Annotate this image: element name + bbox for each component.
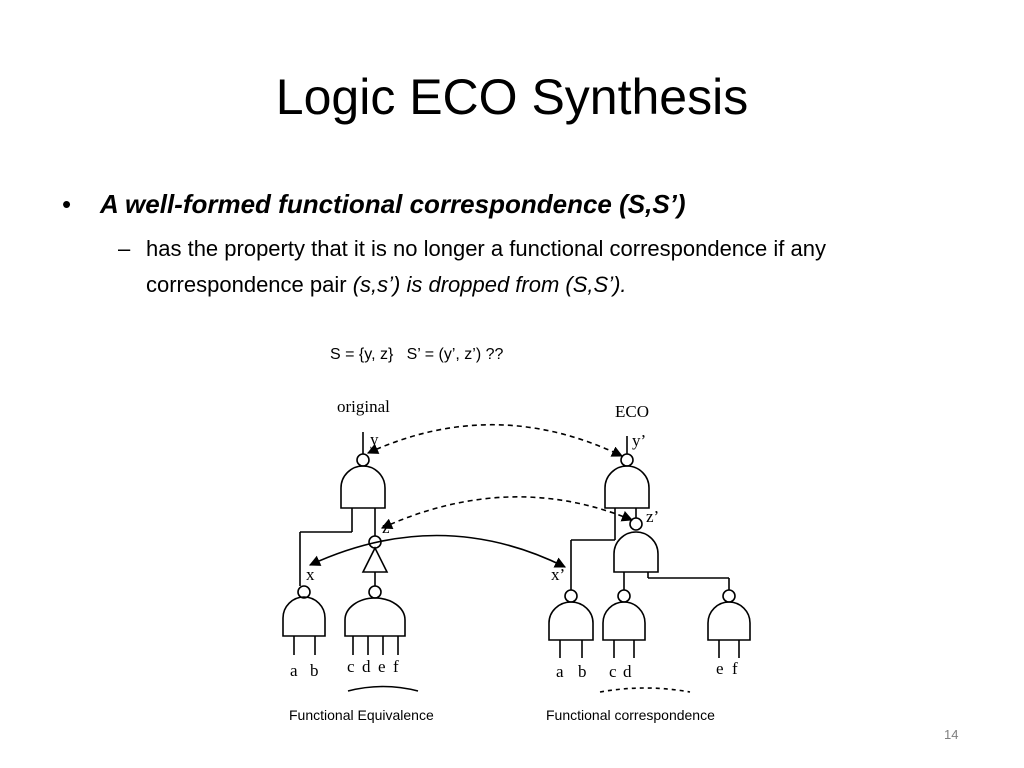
input-label: a (290, 661, 298, 680)
sub-text-normal: has the property that it is no longer a … (146, 236, 826, 297)
nand-gate-ab-eco (548, 601, 594, 641)
signal-z-prime: z’ (646, 507, 659, 526)
input-label: f (393, 657, 399, 676)
set-equation: S = {y, z} S’ = (y’, z’) ?? (330, 346, 504, 363)
input-label: c (347, 657, 355, 676)
eco-label: ECO (615, 402, 649, 421)
nand-bubble (629, 517, 643, 531)
page-number: 14 (944, 727, 959, 742)
nand-gate-cdef (344, 597, 406, 637)
middle-nand-gate-eco (613, 531, 659, 573)
right-bottom-dashed-arc (599, 687, 691, 693)
nand-gate-ab (282, 596, 326, 637)
input-label: d (623, 662, 632, 681)
nand-bubble (564, 589, 578, 603)
bullet-mark: • (62, 189, 72, 219)
eco-circuit: y’ z’ x’ a b c d e f (548, 431, 751, 693)
signal-x-prime: x’ (551, 565, 565, 584)
correspondence-arrow-z (380, 496, 634, 529)
input-label: f (732, 659, 738, 678)
nand-bubble (722, 589, 736, 603)
nand-bubble (620, 453, 634, 467)
nand-gate-ef-eco (707, 601, 751, 641)
input-label: e (716, 659, 724, 678)
caption-functional-correspondence: Functional correspondence (546, 707, 715, 723)
top-nand-gate-eco (604, 465, 650, 509)
nand-bubble (368, 585, 382, 599)
nand-gate-cd-eco (602, 601, 646, 641)
sub-text-italic: (s,s’) is dropped from (S,S’). (352, 272, 627, 297)
correspondence-arrow-y (366, 423, 624, 457)
bullet-text: A well-formed functional correspondence … (100, 189, 686, 219)
nand-bubble (617, 589, 631, 603)
equivalence-arrow-x (308, 534, 567, 568)
slide-title: Logic ECO Synthesis (275, 69, 749, 125)
signal-x: x (306, 565, 315, 584)
caption-functional-equivalence: Functional Equivalence (289, 707, 434, 723)
sub-bullet-text: has the property that it is no longer a … (146, 231, 976, 303)
signal-y: y (370, 430, 379, 449)
signal-y-prime: y’ (632, 431, 646, 450)
input-label: a (556, 662, 564, 681)
sub-bullet-mark: – (118, 236, 131, 261)
nand-bubble (356, 453, 370, 467)
input-label: b (578, 662, 587, 681)
original-circuit: y z x a b c d e f (282, 430, 419, 692)
original-label: original (337, 397, 390, 416)
inverter-gate (361, 546, 389, 573)
nand-bubble (297, 585, 311, 599)
top-nand-gate (340, 465, 386, 509)
left-bottom-arc (347, 685, 419, 692)
input-label: d (362, 657, 371, 676)
input-label: c (609, 662, 617, 681)
input-label: b (310, 661, 319, 680)
input-label: e (378, 657, 386, 676)
